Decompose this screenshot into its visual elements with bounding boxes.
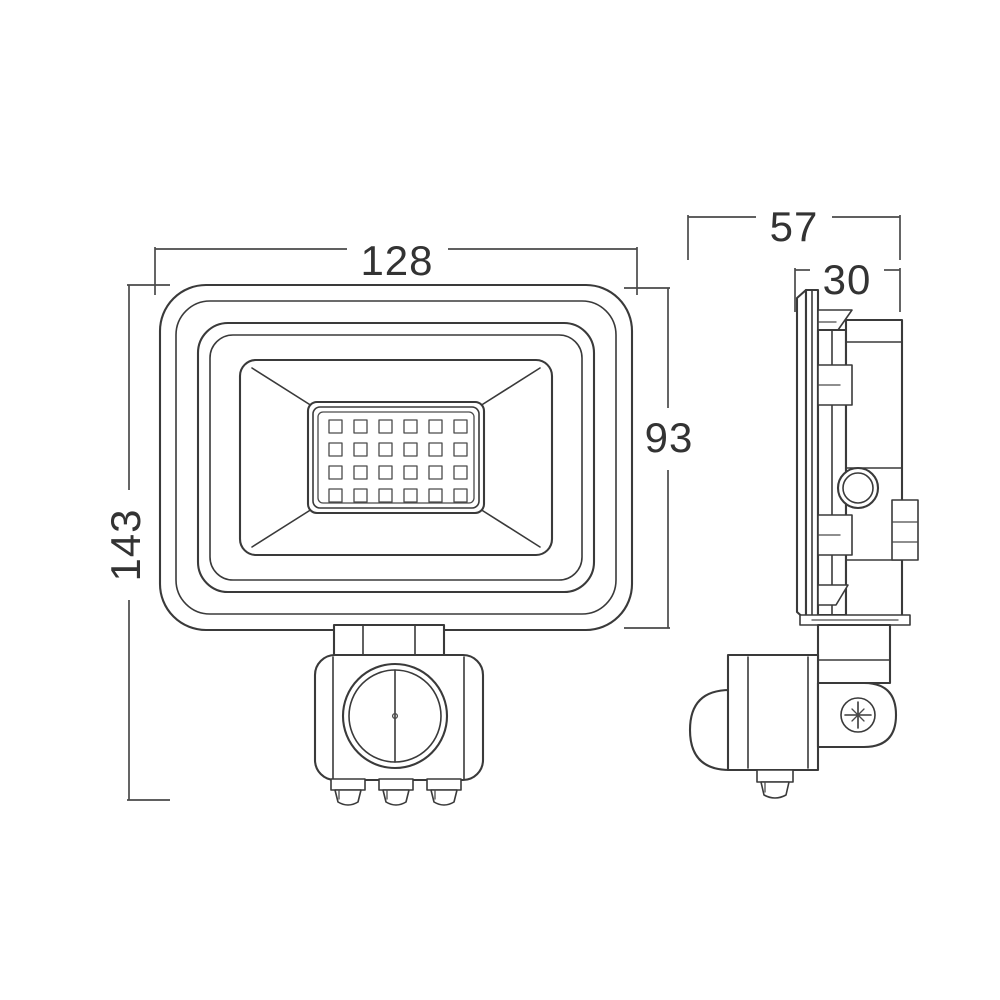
led-chip: [378, 419, 393, 434]
pivot-boss: [836, 466, 880, 510]
led-chip: [378, 465, 393, 480]
upper-fin-tab: [817, 364, 853, 406]
lower-fin-tab: [817, 514, 853, 556]
led-chip: [428, 465, 443, 480]
led-chip: [428, 488, 443, 503]
pir-dome-profile: [688, 688, 732, 772]
bottom-sill: [799, 614, 911, 626]
dim-label-143: 143: [102, 508, 149, 581]
dimension-30: [794, 268, 901, 312]
side-pir-housing: [688, 653, 820, 772]
cable-gland: [426, 778, 462, 806]
cable-gland: [330, 778, 366, 806]
pir-body-side: [726, 653, 820, 772]
led-chip: [453, 419, 468, 434]
cable-gland: [378, 778, 414, 806]
side-sensor-neck: [816, 623, 892, 685]
led-chip: [353, 419, 368, 434]
cable-gland-group: [330, 778, 462, 806]
led-panel-bezel: [306, 400, 486, 515]
reflector-facets: [251, 367, 541, 548]
led-chip: [328, 488, 343, 503]
led-chip: [378, 442, 393, 457]
dimension-143: [127, 284, 170, 801]
dim-label-57: 57: [770, 203, 819, 250]
led-chip: [453, 488, 468, 503]
dimension-57: [687, 215, 901, 260]
dim-label-93: 93: [645, 414, 694, 461]
led-chip: [428, 419, 443, 434]
front-view-group: [158, 283, 634, 806]
mounting-bracket: [816, 681, 898, 749]
led-panel-bezel-inner: [312, 406, 480, 509]
dim-label-30: 30: [823, 256, 872, 303]
dimension-93: [624, 287, 670, 629]
housing-frame-step-inner-edge: [209, 334, 583, 581]
led-chip: [328, 419, 343, 434]
side-mounting-lug: [891, 499, 919, 561]
led-chip: [328, 465, 343, 480]
led-chip: [353, 465, 368, 480]
bottom-wedge-detail: [817, 584, 849, 606]
led-chip: [428, 442, 443, 457]
led-panel-face: [317, 411, 475, 504]
led-chip: [403, 419, 418, 434]
dim-label-128: 128: [360, 237, 433, 284]
led-chip: [403, 442, 418, 457]
led-chip: [353, 442, 368, 457]
housing-outer-shell-inner-edge: [175, 300, 617, 615]
dimension-128: [154, 247, 638, 295]
led-chip: [453, 465, 468, 480]
side-view-group: [688, 288, 919, 799]
led-chip: [403, 488, 418, 503]
led-chip: [328, 442, 343, 457]
pir-lens-center-dot: [391, 712, 399, 720]
led-chip: [403, 465, 418, 480]
side-lens-plate: [795, 288, 820, 622]
pir-lens: [341, 662, 449, 770]
led-chip: [353, 488, 368, 503]
led-grid: [328, 419, 468, 503]
led-chip: [453, 442, 468, 457]
side-cable-gland: [756, 769, 794, 799]
led-chip: [378, 488, 393, 503]
